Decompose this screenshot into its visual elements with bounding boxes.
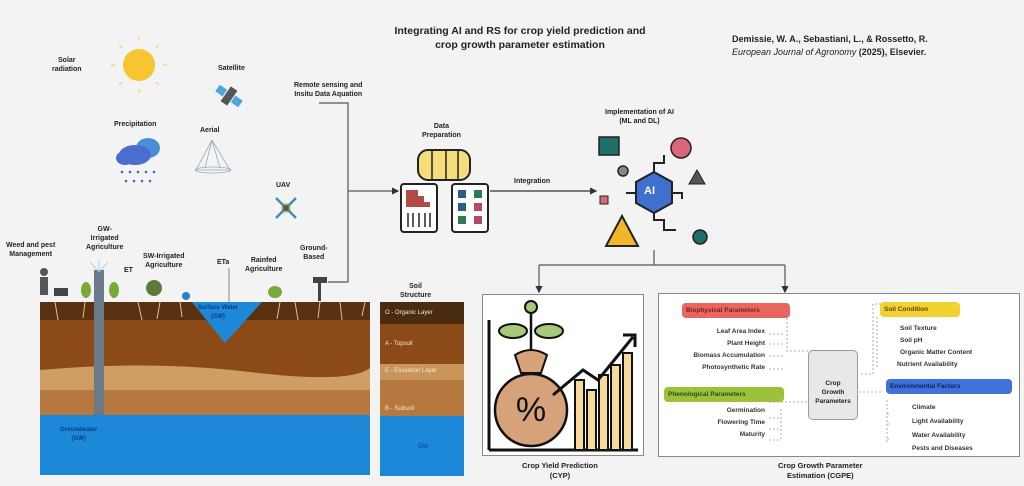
diagram-title: Integrating AI and RS for crop yield pre… — [340, 24, 700, 52]
crop-yield-prediction-panel: % — [482, 294, 644, 456]
pheno-item: Germination — [726, 407, 765, 414]
soil-item: Organic Matter Content — [900, 349, 973, 356]
sun-icon — [111, 37, 167, 93]
bio-item: Leaf Area Index — [716, 328, 765, 335]
soil-layer-e: E - Eluviation Layer — [385, 368, 438, 374]
soil-layer-o: O - Organic Layer — [385, 310, 433, 316]
citation-year-publisher: (2025), Elsevier. — [856, 47, 927, 57]
env-item: Climate — [912, 404, 936, 411]
soil-condition-box: Soil Condition — [880, 302, 960, 317]
soil-structure-column — [380, 302, 464, 476]
integration-label: Integration — [514, 178, 551, 185]
crop-yield-icon: % — [487, 300, 638, 452]
pheno-item: Maturity — [739, 431, 765, 438]
citation-journal: European Journal of Agronomy — [732, 47, 857, 57]
uav-label: UAV — [276, 182, 291, 189]
data-preparation-icon — [400, 149, 489, 233]
ai-chip-label: AI — [644, 185, 655, 197]
ai-network-icon — [598, 136, 708, 247]
soil-layer-b: B - Subsoil — [385, 406, 415, 412]
sprinkler-icon — [89, 260, 109, 273]
ground-station-icon — [313, 277, 327, 301]
et-label: ET — [124, 267, 133, 274]
environmental-factors-box: Environmental Factors — [886, 379, 1012, 394]
well-pipe — [94, 270, 104, 415]
title-line-2: crop growth parameter estimation — [435, 39, 605, 51]
cyp-caption: Crop Yield Prediction(CYP) — [522, 461, 598, 480]
title-line-1: Integrating AI and RS for crop yield pre… — [394, 25, 646, 37]
env-item: Water Availability — [912, 432, 966, 439]
eta-label: ETa — [217, 259, 230, 266]
precipitation-label: Precipitation — [114, 121, 157, 128]
ground-based-label: Ground-Based — [300, 245, 328, 261]
biophysical-parameters-box: Biophysical Parameters — [682, 303, 790, 318]
pheno-item: Flowering Time — [717, 419, 765, 426]
bio-item: Biomass Accumulation — [693, 352, 765, 359]
satellite-label: Satellite — [218, 65, 245, 72]
groundwater-label: Groundwater(GW) — [60, 427, 98, 442]
groundwater-body — [40, 415, 370, 475]
surface-water-label: Surface Water(SW) — [198, 305, 239, 320]
surface-water-body — [192, 302, 262, 343]
bio-item: Photosynthetic Rate — [702, 364, 765, 371]
pump-icon — [182, 292, 190, 300]
acquisition-connector — [319, 102, 400, 283]
aerial-label: Aerial — [200, 127, 220, 134]
bio-item: Plant Height — [727, 340, 765, 347]
citation: Demissie, W. A., Sebastiani, L., & Rosse… — [732, 33, 928, 59]
aerial-sensor-icon — [194, 139, 232, 174]
phenological-parameters-box: Phenological Parameters — [664, 387, 784, 402]
soil-item: Soil Texture — [900, 325, 937, 332]
satellite-icon — [215, 84, 243, 108]
percent-symbol: % — [516, 391, 546, 429]
soil-profile — [40, 270, 370, 475]
rain-cloud-icon — [116, 138, 160, 183]
env-item: Pests and Diseases — [912, 445, 973, 452]
uav-drone-icon — [275, 197, 297, 219]
ai-implementation-label: Implementation of AI(ML and DL) — [605, 109, 674, 125]
soil-item: Soil pH — [900, 337, 923, 344]
soil-layer-a: A - Topsoil — [385, 341, 413, 347]
citation-authors: Demissie, W. A., Sebastiani, L., & Rosse… — [732, 34, 928, 44]
soil-item: Nutrient Availability — [897, 361, 958, 368]
env-item: Light Availability — [912, 418, 964, 425]
crop-plants — [81, 280, 282, 298]
weed-management-worker-icon — [40, 268, 68, 296]
soil-layer-gw: GW — [418, 444, 429, 450]
